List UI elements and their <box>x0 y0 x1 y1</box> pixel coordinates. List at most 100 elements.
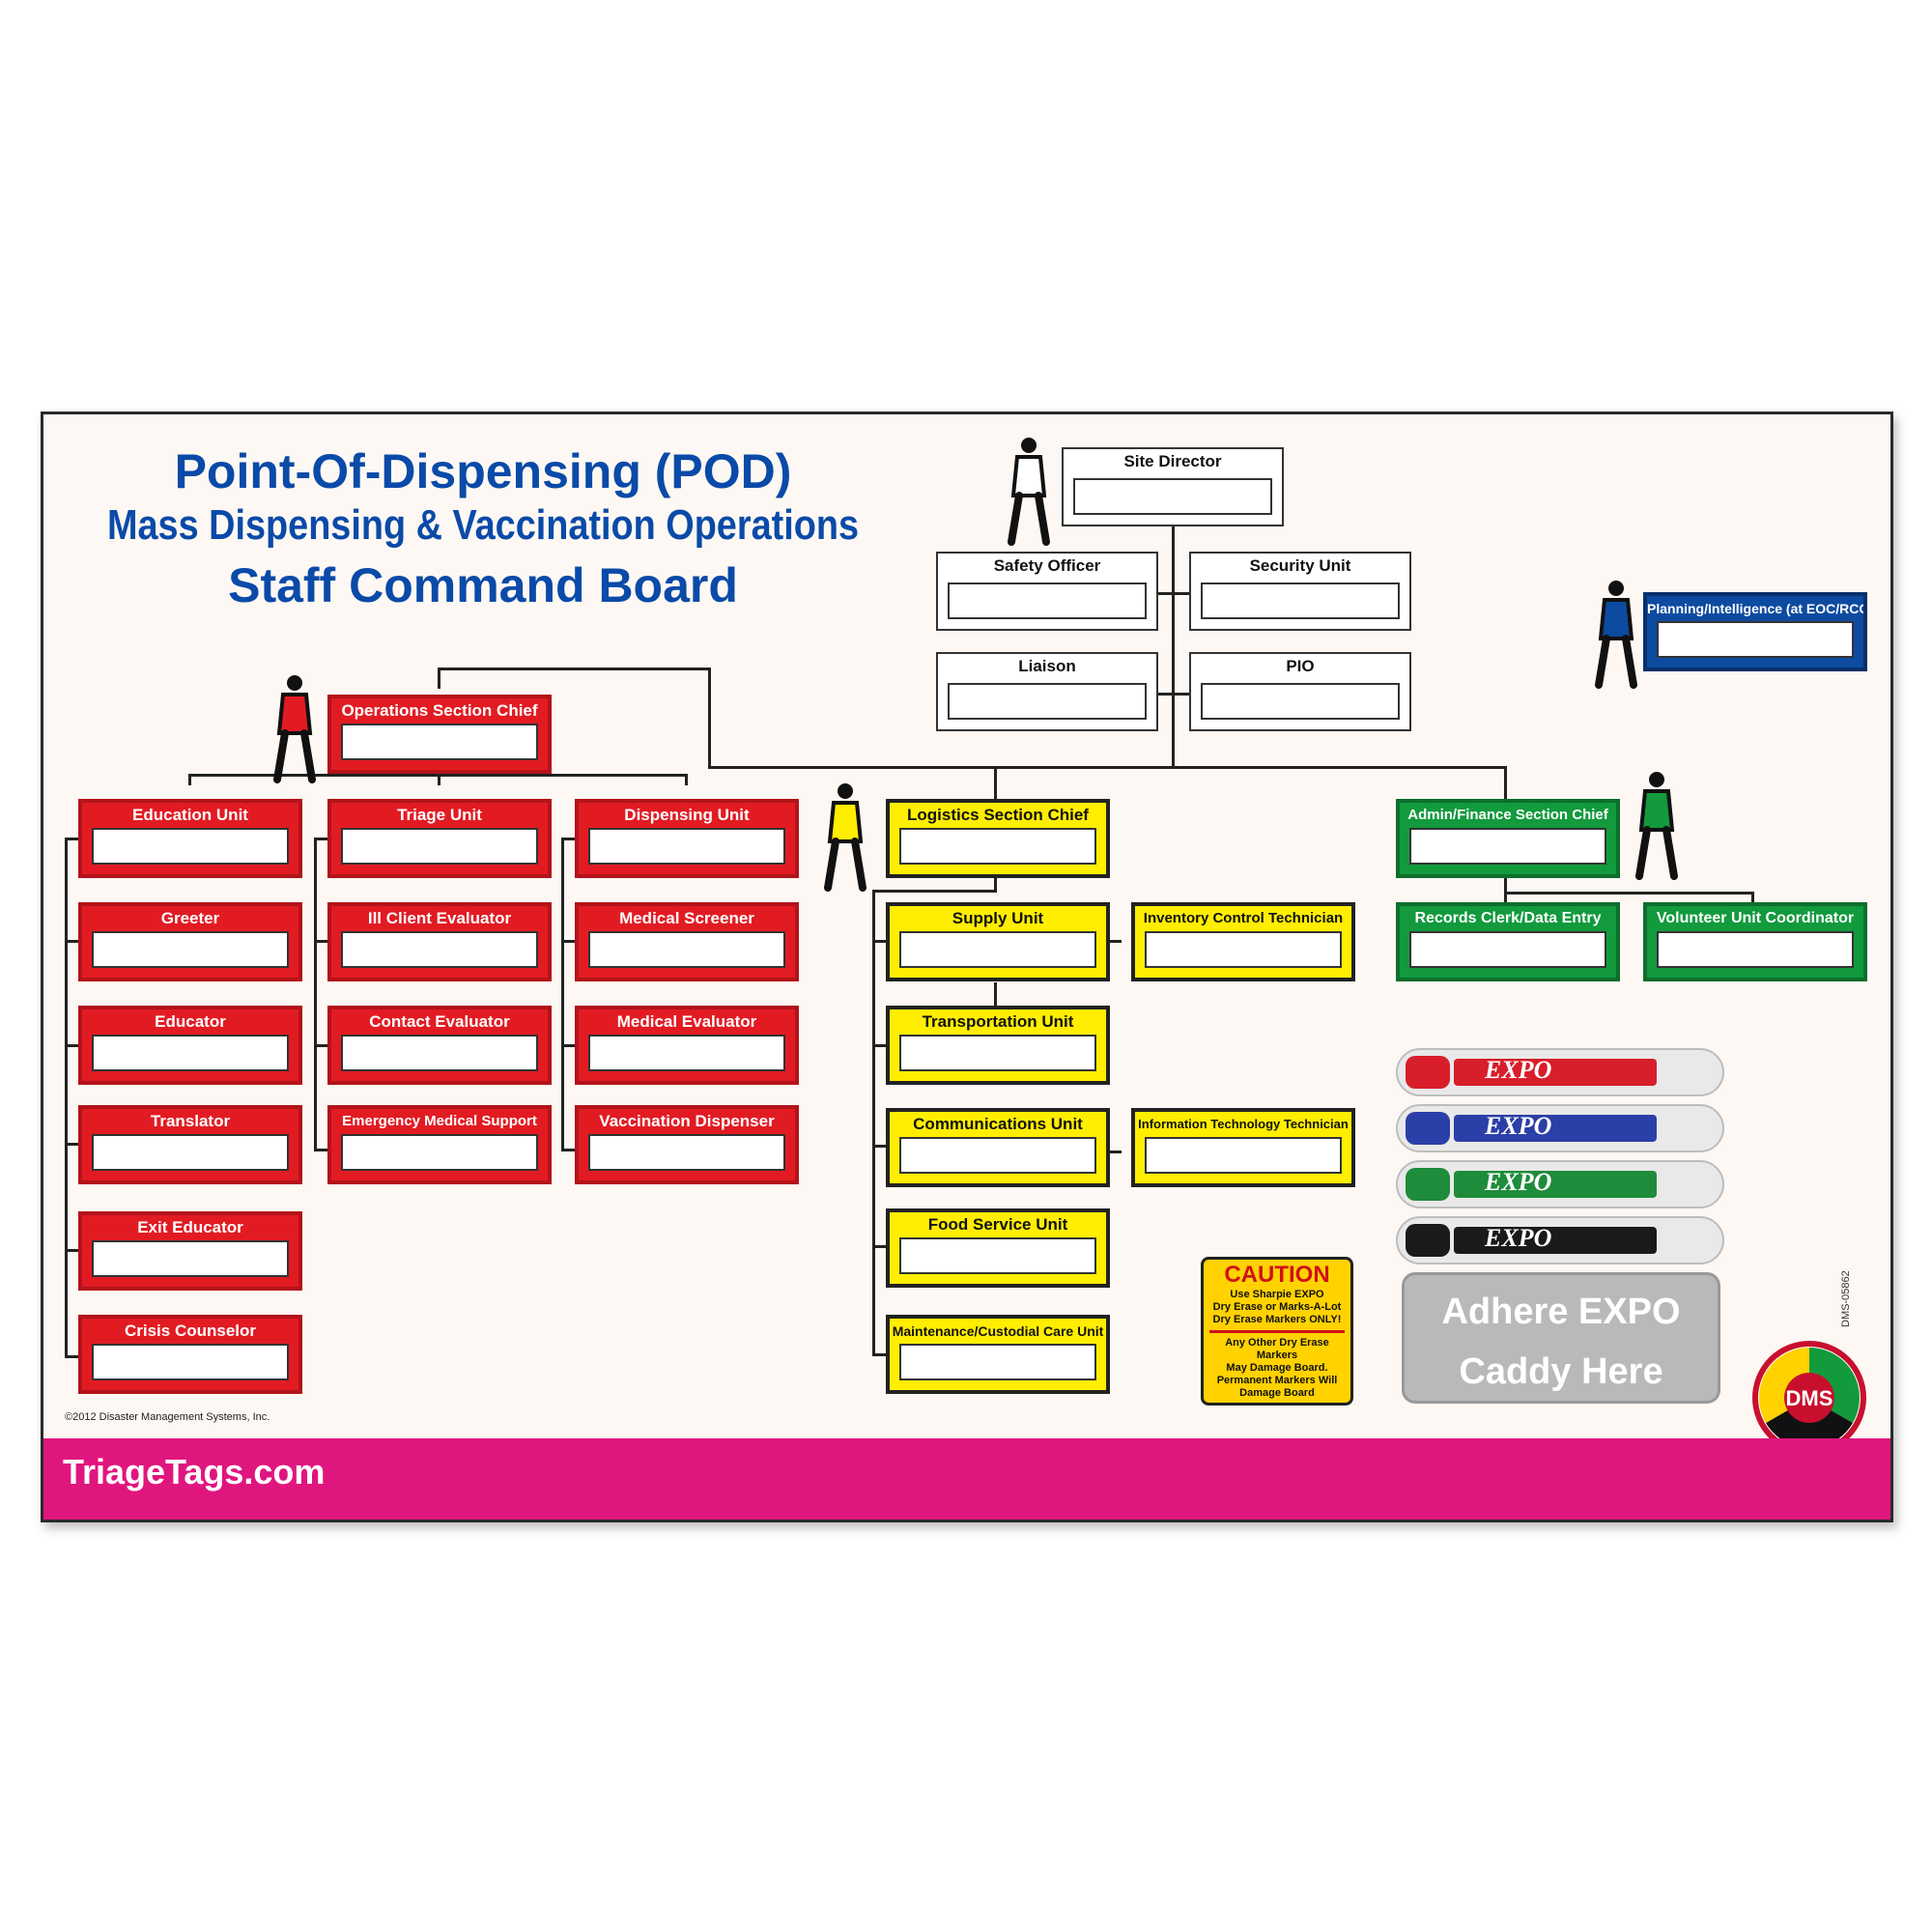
site-director-label: Site Director <box>1123 452 1222 470</box>
maintenance-custodial-unit-field[interactable] <box>899 1344 1096 1380</box>
green-marker-brand: EXPO <box>1485 1168 1552 1196</box>
blue-marker[interactable]: EXPO <box>1396 1104 1724 1152</box>
education-unit-box[interactable]: Education Unit <box>78 799 302 878</box>
medical-evaluator-box[interactable]: Medical Evaluator <box>575 1006 799 1085</box>
blue-marker-cap <box>1406 1112 1450 1145</box>
red-marker-cap <box>1406 1056 1450 1089</box>
records-clerk-box[interactable]: Records Clerk/Data Entry <box>1396 902 1620 981</box>
ill-client-evaluator-field[interactable] <box>341 931 538 968</box>
translator-label: Translator <box>150 1112 231 1130</box>
logistics-section-chief-field[interactable] <box>899 828 1096 865</box>
emergency-medical-support-field[interactable] <box>341 1134 538 1171</box>
supply-unit-field[interactable] <box>899 931 1096 968</box>
green-marker[interactable]: EXPO <box>1396 1160 1724 1208</box>
it-technician-box[interactable]: Information Technology Technician <box>1131 1108 1355 1187</box>
ill-client-evaluator-box[interactable]: Ill Client Evaluator <box>327 902 552 981</box>
logistics-section-chief-label: Logistics Section Chief <box>907 806 1089 824</box>
red-marker[interactable]: EXPO <box>1396 1048 1724 1096</box>
education-unit-field[interactable] <box>92 828 289 865</box>
blue-marker-brand: EXPO <box>1485 1112 1552 1140</box>
site-director-field[interactable] <box>1073 478 1272 515</box>
dispensing-unit-label: Dispensing Unit <box>624 806 750 824</box>
red-marker-brand: EXPO <box>1485 1056 1552 1084</box>
educator-field[interactable] <box>92 1035 289 1071</box>
vaccination-dispenser-field[interactable] <box>588 1134 785 1171</box>
transportation-unit-box[interactable]: Transportation Unit <box>886 1006 1110 1085</box>
exit-educator-label: Exit Educator <box>137 1218 243 1236</box>
website-link[interactable]: TriageTags.com <box>63 1452 326 1492</box>
crisis-counselor-box[interactable]: Crisis Counselor <box>78 1315 302 1394</box>
it-technician-field[interactable] <box>1145 1137 1342 1174</box>
supply-unit-box[interactable]: Supply Unit <box>886 902 1110 981</box>
planning-intelligence-field[interactable] <box>1657 621 1854 658</box>
educator-box[interactable]: Educator <box>78 1006 302 1085</box>
dispensing-unit-box[interactable]: Dispensing Unit <box>575 799 799 878</box>
dispensing-unit-field[interactable] <box>588 828 785 865</box>
exit-educator-box[interactable]: Exit Educator <box>78 1211 302 1291</box>
crisis-counselor-field[interactable] <box>92 1344 289 1380</box>
education-unit-label: Education Unit <box>132 806 248 824</box>
safety-officer-label: Safety Officer <box>993 556 1101 575</box>
medical-screener-field[interactable] <box>588 931 785 968</box>
caution-line-1: Use Sharpie EXPO <box>1230 1289 1324 1300</box>
inventory-control-technician-box[interactable]: Inventory Control Technician <box>1131 902 1355 981</box>
pio-field[interactable] <box>1201 683 1400 720</box>
logistics-section-chief-box[interactable]: Logistics Section Chief <box>886 799 1110 878</box>
safety-officer-box[interactable]: Safety Officer <box>936 552 1158 631</box>
communications-unit-label: Communications Unit <box>913 1115 1083 1133</box>
volunteer-coordinator-label: Volunteer Unit Coordinator <box>1656 910 1855 926</box>
greeter-field[interactable] <box>92 931 289 968</box>
black-marker-body <box>1454 1227 1657 1254</box>
caddy-line-1: Adhere EXPO <box>1441 1292 1681 1332</box>
communications-unit-field[interactable] <box>899 1137 1096 1174</box>
triage-unit-field[interactable] <box>341 828 538 865</box>
safety-officer-field[interactable] <box>948 582 1147 619</box>
security-unit-label: Security Unit <box>1249 556 1351 575</box>
translator-field[interactable] <box>92 1134 289 1171</box>
translator-box[interactable]: Translator <box>78 1105 302 1184</box>
liaison-field[interactable] <box>948 683 1147 720</box>
exit-educator-field[interactable] <box>92 1240 289 1277</box>
emergency-medical-support-box[interactable]: Emergency Medical Support <box>327 1105 552 1184</box>
volunteer-coordinator-box[interactable]: Volunteer Unit Coordinator <box>1643 902 1867 981</box>
triage-unit-box[interactable]: Triage Unit <box>327 799 552 878</box>
pio-box[interactable]: PIO <box>1189 652 1411 731</box>
caution-heading: CAUTION <box>1224 1262 1330 1288</box>
operations-section-chief-label: Operations Section Chief <box>341 701 538 720</box>
contact-evaluator-label: Contact Evaluator <box>369 1012 510 1031</box>
food-service-unit-box[interactable]: Food Service Unit <box>886 1208 1110 1288</box>
admin-finance-person-icon <box>1635 772 1678 880</box>
black-marker[interactable]: EXPO <box>1396 1216 1724 1264</box>
security-unit-box[interactable]: Security Unit <box>1189 552 1411 631</box>
maintenance-custodial-unit-box[interactable]: Maintenance/Custodial Care Unit <box>886 1315 1110 1394</box>
inventory-control-technician-field[interactable] <box>1145 931 1342 968</box>
marker-caddy: Adhere EXPO Caddy Here <box>1402 1272 1720 1404</box>
volunteer-coordinator-field[interactable] <box>1657 931 1854 968</box>
caution-label: CAUTION Use Sharpie EXPO Dry Erase or Ma… <box>1201 1257 1353 1406</box>
food-service-unit-field[interactable] <box>899 1237 1096 1274</box>
operations-section-chief-field[interactable] <box>341 724 538 760</box>
medical-screener-box[interactable]: Medical Screener <box>575 902 799 981</box>
liaison-box[interactable]: Liaison <box>936 652 1158 731</box>
contact-evaluator-field[interactable] <box>341 1035 538 1071</box>
caution-line-3: Dry Erase Markers ONLY! <box>1212 1314 1342 1325</box>
black-marker-brand: EXPO <box>1485 1224 1552 1252</box>
contact-evaluator-box[interactable]: Contact Evaluator <box>327 1006 552 1085</box>
admin-finance-chief-field[interactable] <box>1409 828 1606 865</box>
transportation-unit-label: Transportation Unit <box>922 1012 1074 1031</box>
planning-intelligence-box[interactable]: Planning/Intelligence (at EOC/RCC) <box>1643 592 1867 671</box>
supply-unit-label: Supply Unit <box>952 909 1044 927</box>
records-clerk-field[interactable] <box>1409 931 1606 968</box>
records-clerk-label: Records Clerk/Data Entry <box>1414 910 1602 926</box>
medical-evaluator-field[interactable] <box>588 1035 785 1071</box>
transportation-unit-field[interactable] <box>899 1035 1096 1071</box>
admin-finance-chief-box[interactable]: Admin/Finance Section Chief <box>1396 799 1620 878</box>
greeter-box[interactable]: Greeter <box>78 902 302 981</box>
security-unit-field[interactable] <box>1201 582 1400 619</box>
medical-evaluator-label: Medical Evaluator <box>616 1012 757 1031</box>
operations-section-chief-box[interactable]: Operations Section Chief <box>327 695 552 774</box>
site-director-box[interactable]: Site Director <box>1062 447 1284 526</box>
ill-client-evaluator-label: Ill Client Evaluator <box>367 909 512 927</box>
communications-unit-box[interactable]: Communications Unit <box>886 1108 1110 1187</box>
vaccination-dispenser-box[interactable]: Vaccination Dispenser <box>575 1105 799 1184</box>
